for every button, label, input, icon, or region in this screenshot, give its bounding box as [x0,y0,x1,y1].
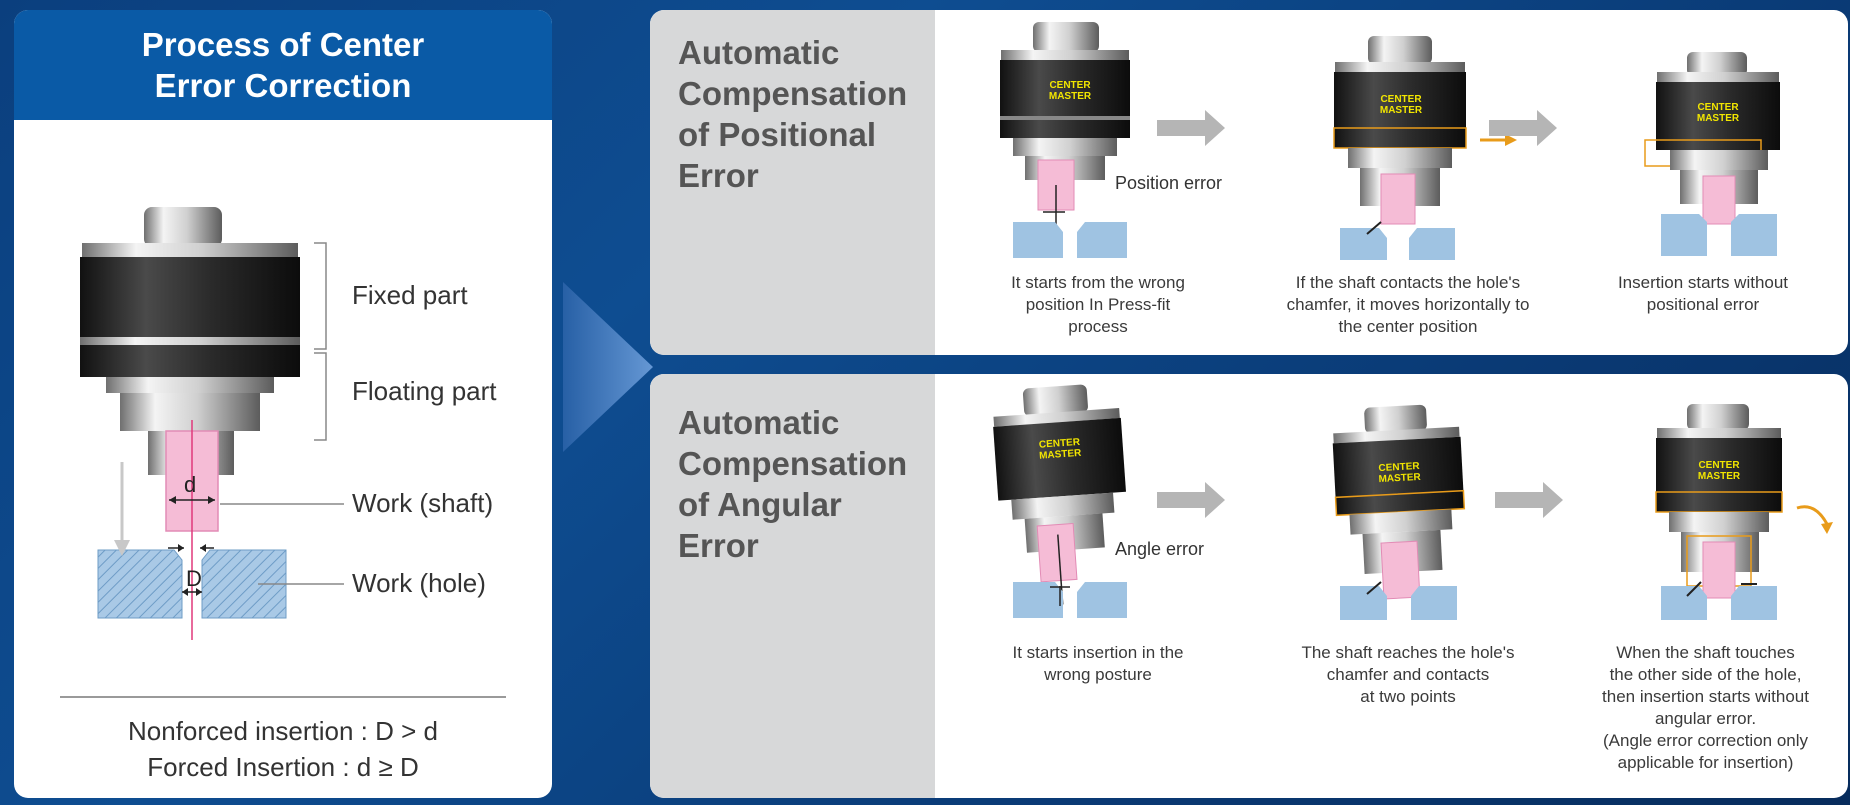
process-title-line1: Process of Center [141,26,425,63]
floating-ring [80,345,300,377]
position-error-label: Position error [1115,173,1223,193]
svg-text:MASTER: MASTER [1698,471,1741,482]
separator [60,696,506,698]
floating-body [120,393,260,431]
process-title: Process of Center Error Correction [14,10,552,120]
formula-forced: Forced Insertion : d ≥ D [147,752,419,782]
center-error-process-panel: Process of Center Error Correction [14,10,552,798]
label-work-shaft: Work (shaft) [352,488,494,518]
center-master-cross-section [80,207,344,640]
big-right-arrow [563,282,653,452]
process-title-line2: Error Correction [154,67,412,104]
positional-steps-diagram: CENTER MASTER CENTER MASTER [1000,22,1780,260]
label-work-hole: Work (hole) [352,568,486,598]
positional-step-1 [1000,22,1130,258]
fixed-body [80,257,300,337]
hole-block-right [201,549,287,619]
positional-step-3 [1644,52,1780,256]
orange-rotate-arrow [1796,505,1829,525]
floating-bracket [314,352,327,441]
svg-text:CENTER: CENTER [1698,460,1740,471]
formula-nonforced: Nonforced insertion : D > d [128,716,438,746]
top-cap [144,207,222,247]
fixed-bracket [314,242,327,350]
gray-arrow [1157,110,1225,146]
hole-block-left [97,549,183,619]
svg-text:MASTER: MASTER [1378,472,1422,485]
gray-arrow [1495,482,1563,518]
svg-text:CENTER: CENTER [1039,437,1082,451]
D-label: D [186,566,202,591]
gray-arrow [1157,482,1225,518]
angular-step-1 [993,384,1126,605]
angular-step-3 [1655,404,1783,620]
svg-text:CENTER: CENTER [1380,94,1422,105]
body-top-ring [82,243,298,257]
gray-arrow [1489,110,1557,146]
svg-text:MASTER: MASTER [1380,105,1423,116]
svg-text:MASTER: MASTER [1049,91,1092,102]
label-floating-part: Floating part [352,376,497,406]
angular-title: Automatic Compensation of Angular Error [678,404,908,564]
d-label: d [184,472,197,497]
label-fixed-part: Fixed part [352,280,468,310]
svg-text:MASTER: MASTER [1697,113,1740,124]
positional-title: Automatic Compensation of Positional Err… [678,34,908,194]
svg-text:CENTER: CENTER [1697,102,1739,113]
angular-error-panel: Automatic Compensation of Angular Error … [650,374,1848,798]
angle-error-label: Angle error [1115,539,1205,559]
positional-step-2 [1333,36,1467,260]
logo-1: CENTER [1049,80,1091,91]
svg-text:MASTER: MASTER [1039,448,1083,462]
positional-error-panel: Automatic Compensation of Positional Err… [650,10,1848,355]
svg-text:CENTER: CENTER [1378,461,1420,474]
angular-step-2 [1332,404,1466,600]
angular-steps-diagram: CENTER MASTER CENTER MASTER [993,384,1833,620]
